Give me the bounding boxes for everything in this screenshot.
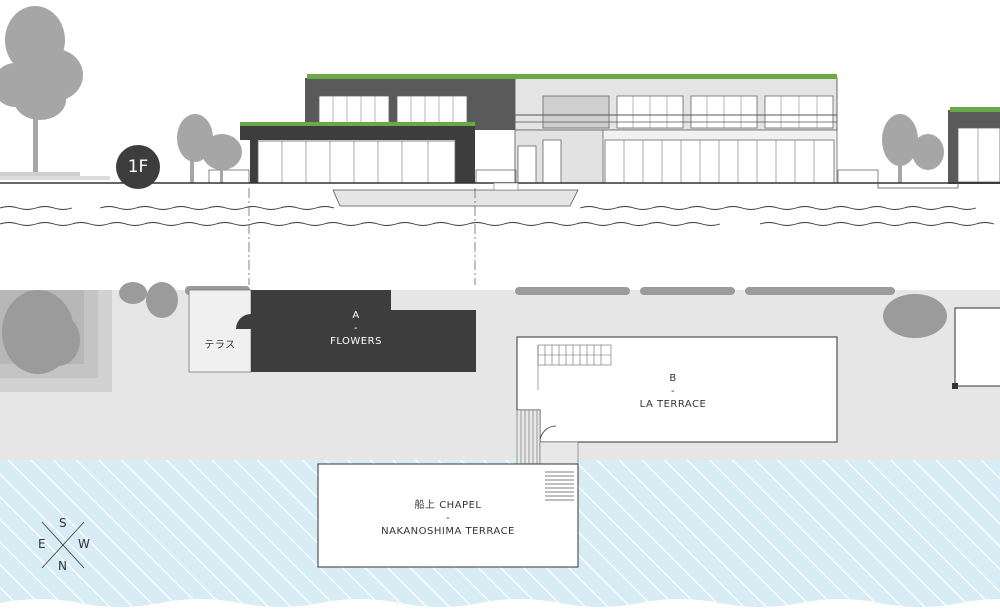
tree-plan-left (2, 290, 80, 374)
room-chapel (317, 463, 579, 568)
compass-east: E (38, 537, 46, 551)
compass-south: S (59, 516, 67, 530)
room-a-separator: - (353, 323, 359, 334)
gangway (516, 409, 579, 466)
room-a-label: A - FLOWERS (306, 309, 406, 348)
compass-rose (41, 521, 85, 569)
floor-plan (0, 282, 1000, 615)
room-b-name: LA TERRACE (639, 399, 707, 410)
tree-mid (177, 114, 242, 183)
building-elevation (0, 6, 1000, 285)
room-b-letter: B (669, 373, 677, 384)
chapel-separator: - (445, 513, 451, 524)
boat-elevation (332, 189, 579, 207)
tree-right (882, 114, 944, 183)
ground-area (0, 290, 1000, 460)
stairs-chapel (545, 471, 574, 501)
terrace-label: テラス (189, 339, 251, 352)
floor-level-badge: 1F (116, 145, 160, 189)
room-a-letter: A (352, 310, 360, 321)
stairs-b (537, 344, 612, 390)
room-a-name: FLOWERS (330, 336, 382, 347)
room-b-separator: - (670, 386, 676, 397)
compass-north: N (58, 559, 67, 573)
river-waves (0, 206, 995, 226)
chapel-name: 船上 CHAPEL (414, 500, 482, 511)
room-b-label: B - LA TERRACE (623, 372, 723, 411)
terrace-area (188, 289, 252, 373)
tree-left (0, 6, 83, 172)
roof-greenery (307, 74, 837, 79)
terrace-name: テラス (204, 340, 236, 351)
compass-west: W (78, 537, 90, 551)
chapel-label: 船上 CHAPEL - NAKANOSHIMA TERRACE (348, 499, 548, 538)
chapel-subtitle: NAKANOSHIMA TERRACE (381, 526, 515, 537)
room-a-flowers (251, 290, 476, 372)
